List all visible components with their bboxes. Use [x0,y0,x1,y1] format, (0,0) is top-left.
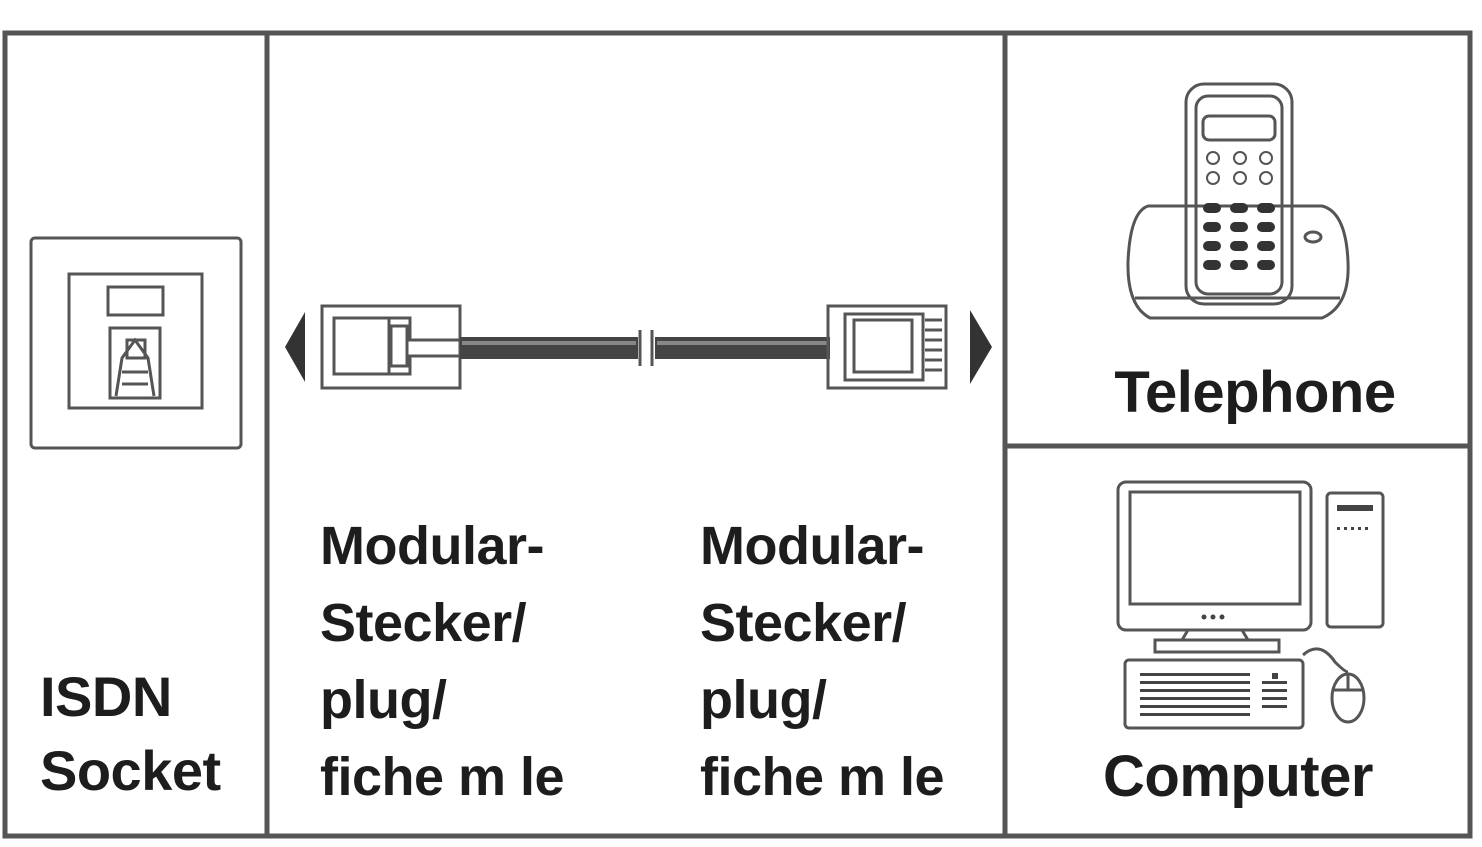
right-plug-icon [826,304,948,390]
right-plug-line4: fiche m le [700,747,945,807]
wall-socket-icon [29,236,243,450]
left-plug-icon [320,304,462,390]
left-plug-label: Modular- Stecker/ plug/ fiche m le [320,508,565,816]
right-plug-line1: Modular- [700,516,924,576]
right-plug-line3: plug/ [700,670,827,730]
left-plug-line1: Modular- [320,516,544,576]
left-plug-line2: Stecker/ [320,593,527,653]
right-arrow-icon [970,310,992,384]
socket-label: ISDN Socket [40,660,221,808]
cordless-phone-icon [1126,82,1350,320]
telephone-label: Telephone [1114,360,1396,425]
panel-borders [2,30,1473,839]
phone-keypad [1203,151,1275,270]
socket-label-line2: Socket [40,739,221,802]
right-plug-line2: Stecker/ [700,593,907,653]
left-plug-line4: fiche m le [320,747,565,807]
desktop-computer-icon [1116,480,1385,730]
computer-label: Computer [1103,744,1373,809]
left-arrow-icon [285,312,305,382]
computer-details [1140,505,1373,716]
left-plug-line3: plug/ [320,670,447,730]
modular-cable-icon [285,304,992,390]
right-plug-label: Modular- Stecker/ plug/ fiche m le [700,508,945,816]
socket-label-line1: ISDN [40,665,172,728]
